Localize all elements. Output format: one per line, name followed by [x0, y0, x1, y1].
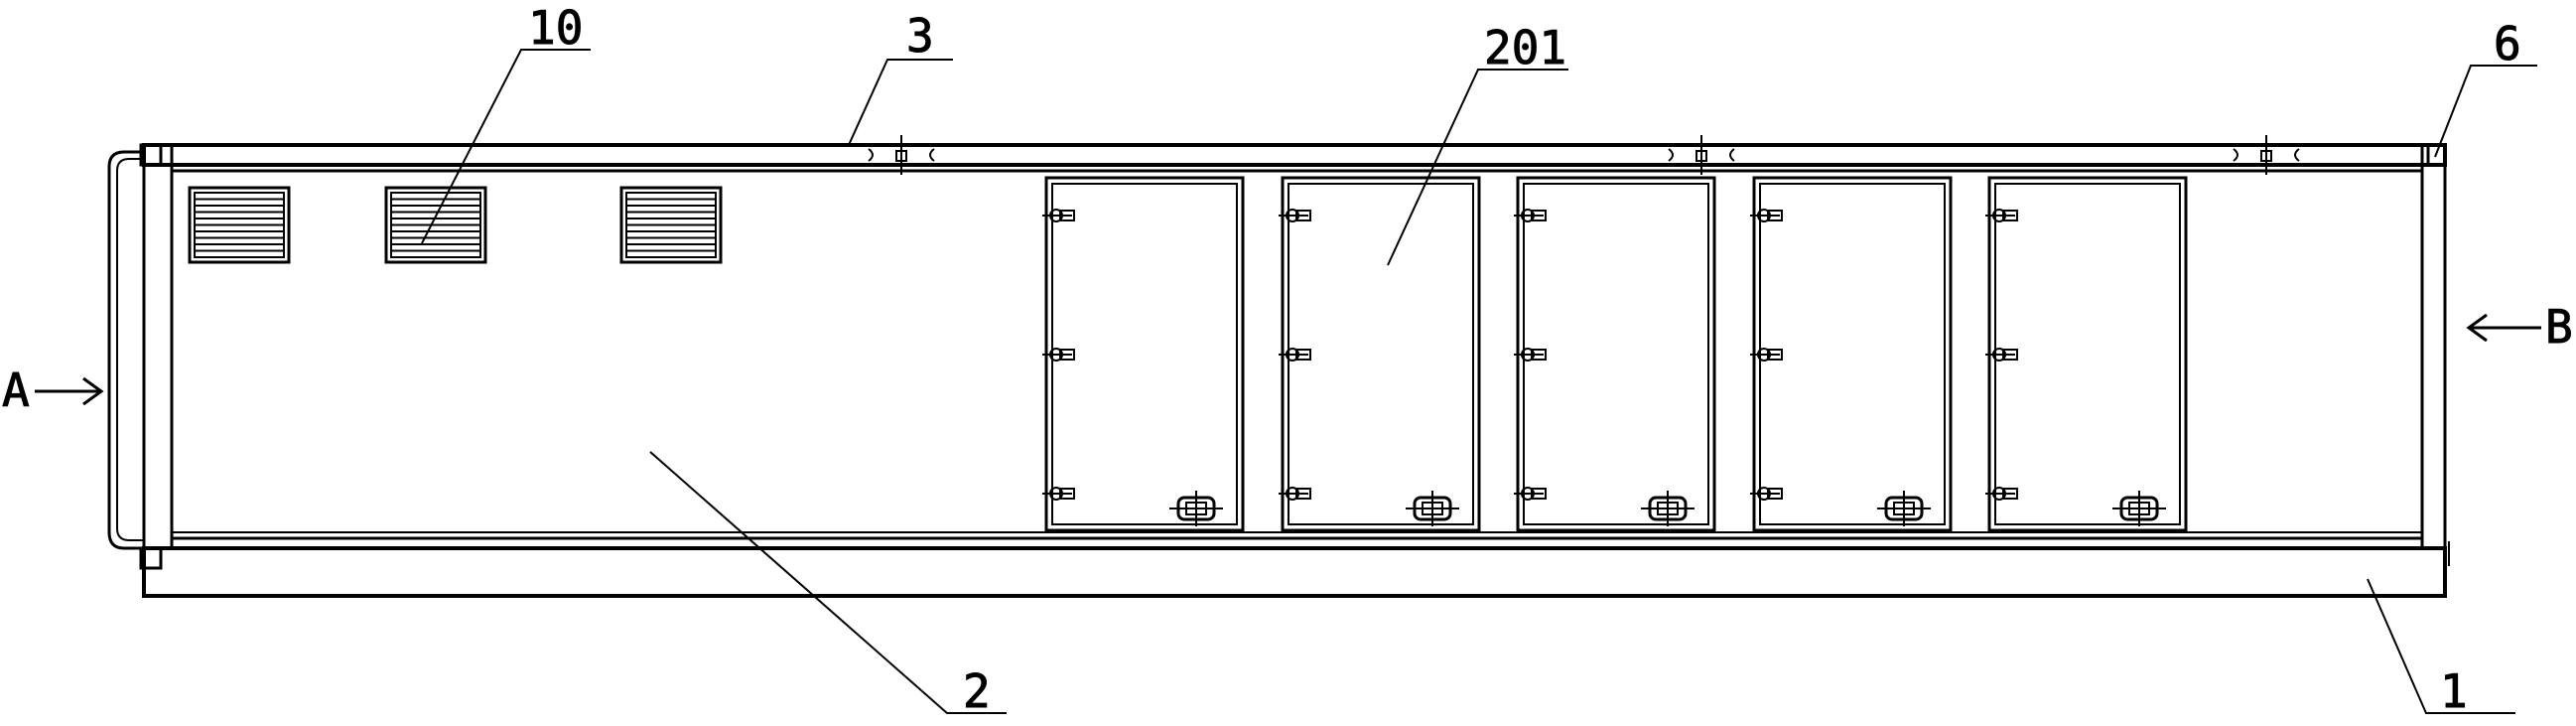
end-frame-right — [2420, 143, 2447, 550]
door-hinge — [1985, 209, 2018, 222]
label-3: 3 — [906, 9, 934, 63]
top-rail — [142, 143, 2447, 167]
rail-clip — [1668, 135, 1735, 175]
label-b: B — [2545, 300, 2573, 354]
door-hinge — [1042, 487, 1075, 501]
end-frame-left-cap-bottom — [139, 546, 163, 570]
door-hinge — [1750, 487, 1783, 501]
door — [1985, 176, 2188, 532]
label-a: A — [2, 363, 30, 417]
leader-6 — [2434, 65, 2537, 158]
door — [1042, 176, 1245, 532]
rail-clip — [2233, 135, 2300, 175]
leader-1 — [2367, 578, 2515, 714]
door — [1279, 176, 1481, 532]
arrow-a-head — [82, 376, 104, 406]
arrow-b-head — [2466, 313, 2488, 343]
door-hinge — [1279, 348, 1311, 362]
label-1: 1 — [2440, 664, 2468, 718]
side-panel — [170, 169, 2424, 540]
door-lock — [2112, 491, 2166, 526]
label-2: 2 — [963, 664, 991, 718]
door-lock — [1169, 491, 1223, 526]
vent-grille — [619, 186, 723, 264]
vents — [188, 186, 723, 264]
door-lock — [1406, 491, 1459, 526]
door-hinge — [1279, 487, 1311, 501]
vent-grille — [384, 186, 487, 264]
door-hinge — [1042, 209, 1075, 222]
door-hinge — [1985, 348, 2018, 362]
door-hinge — [1514, 209, 1547, 222]
door — [1750, 176, 1953, 532]
leader-201 — [1387, 69, 1568, 266]
end-frame-left — [142, 143, 174, 550]
door-hinge — [1750, 348, 1783, 362]
rail-clips — [868, 135, 2300, 175]
leader-3 — [848, 59, 953, 146]
door-hinge — [1514, 348, 1547, 362]
door — [1514, 176, 1716, 532]
door-hinge — [1514, 487, 1547, 501]
end-frame-left-cap-top — [139, 143, 163, 167]
leader-2 — [649, 451, 1007, 714]
door-hinge — [1279, 209, 1311, 222]
door-hinge — [1750, 209, 1783, 222]
left-side-handle-inner — [116, 158, 144, 541]
rail-clip — [868, 135, 935, 175]
label-10: 10 — [528, 1, 583, 55]
leader-10 — [421, 49, 591, 244]
base-body — [142, 546, 2447, 598]
door-hinge — [1985, 487, 2018, 501]
end-frame-right-cap-top — [2426, 143, 2447, 167]
label-201: 201 — [1484, 21, 1566, 74]
door-lock — [1877, 491, 1931, 526]
door-hinge — [1042, 348, 1075, 362]
label-6: 6 — [2494, 17, 2521, 71]
doors — [1042, 176, 2188, 532]
vent-grille — [188, 186, 291, 264]
door-lock — [1641, 491, 1695, 526]
left-side-handle — [107, 150, 144, 550]
